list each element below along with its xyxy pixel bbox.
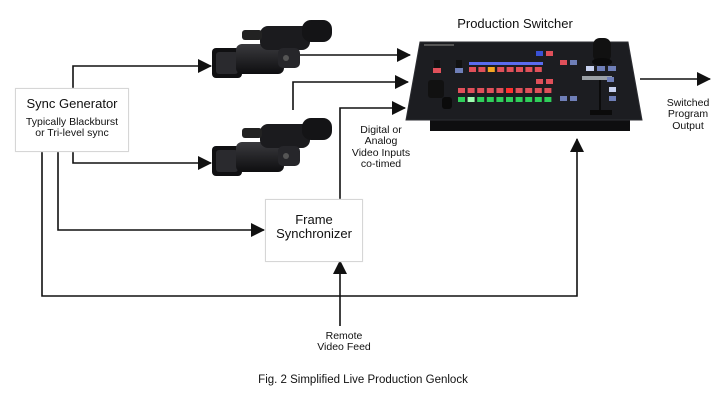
frame-synchronizer-title-2: Synchronizer xyxy=(276,226,352,242)
production-switcher-title: Production Switcher xyxy=(457,16,573,31)
output-annotation: Switched Program Output xyxy=(660,97,716,132)
switcher-button-preset xyxy=(515,88,523,93)
switcher-button-preset xyxy=(486,88,494,93)
switcher-button-top xyxy=(534,67,542,72)
remote-line: Video Feed xyxy=(317,341,371,354)
switcher-button-preset xyxy=(458,88,465,93)
switcher-button-program xyxy=(496,97,504,102)
camera-1-icon xyxy=(212,20,332,78)
switcher-button-top xyxy=(497,67,505,72)
inputs-annotation: Digital or Analog Video Inputs co-timed xyxy=(336,124,426,170)
switcher-button-top xyxy=(487,67,495,72)
switcher-button-top xyxy=(469,67,476,72)
switcher-button-program xyxy=(534,97,542,102)
switcher-button-program xyxy=(506,97,513,102)
switcher-button-top xyxy=(478,67,486,72)
sync-line-camera-2 xyxy=(72,150,212,170)
switcher-button xyxy=(546,79,553,84)
switcher-button-program xyxy=(467,97,475,102)
sync-generator-box: Sync Generator Typically Blackburst or T… xyxy=(15,88,129,152)
switcher-button-program xyxy=(458,97,465,102)
switcher-buttons xyxy=(458,67,553,102)
inputs-line: co-timed xyxy=(360,157,402,170)
switcher-button-preset xyxy=(525,88,533,93)
switcher-button-preset xyxy=(496,88,504,93)
inputs-line: Analog xyxy=(364,135,398,148)
switcher-button-program xyxy=(525,97,533,102)
output-line: Program xyxy=(667,108,709,121)
figure-caption: Fig. 2 Simplified Live Production Genloc… xyxy=(258,374,468,386)
frame-synchronizer-box: Frame Synchronizer xyxy=(265,199,363,262)
production-switcher-icon xyxy=(405,38,643,131)
switcher-button-preset xyxy=(506,88,513,93)
sync-generator-subtitle-1: Typically Blackburst xyxy=(25,116,119,128)
output-line: Output xyxy=(672,119,704,132)
switcher-button xyxy=(536,79,543,84)
switcher-button-preset xyxy=(467,88,475,93)
switcher-button-preset xyxy=(477,88,485,93)
inputs-line: Digital or xyxy=(360,124,402,136)
switcher-button-program xyxy=(486,97,494,102)
camera-2-icon xyxy=(212,118,332,176)
sync-line-production-switcher xyxy=(41,138,584,297)
sync-generator-title: Sync Generator xyxy=(26,96,118,111)
sync-generator-subtitle-2: or Tri-level sync xyxy=(35,127,109,140)
switcher-button-program xyxy=(477,97,485,102)
switcher-button-program xyxy=(515,97,523,102)
switcher-button-top xyxy=(516,67,523,72)
sync-line-camera-1 xyxy=(72,59,212,88)
switcher-button-program xyxy=(544,97,552,102)
output-line: Switched xyxy=(666,97,710,109)
switcher-button-preset xyxy=(544,88,552,93)
video-line-camera-2 xyxy=(292,75,409,110)
remote-feed-annotation: Remote Video Feed xyxy=(304,330,384,354)
frame-synchronizer-title-1: Frame xyxy=(295,212,333,227)
sync-line-frame-synchronizer xyxy=(57,150,265,237)
switcher-button-preset xyxy=(534,88,542,93)
switcher-button-top xyxy=(525,67,533,72)
video-line-frame-synchronizer xyxy=(339,101,406,199)
switcher-button-top xyxy=(506,67,514,72)
inputs-line: Video Inputs xyxy=(351,146,411,159)
remote-line: Remote xyxy=(325,330,363,342)
